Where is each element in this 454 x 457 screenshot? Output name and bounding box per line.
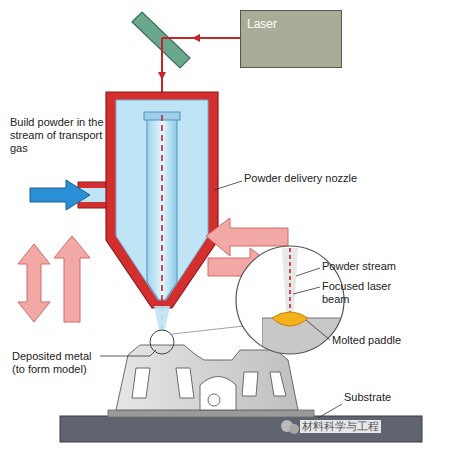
part-label: Substrate	[344, 391, 391, 404]
part-label: Powder stream	[322, 260, 396, 273]
laser-box: Laser	[240, 10, 342, 68]
detail-circle	[150, 330, 174, 354]
part-label: Deposited metal (to form model)	[12, 350, 104, 376]
part-label: Molted paddle	[332, 334, 401, 347]
part-label: Powder delivery nozzle	[244, 172, 357, 185]
beam-arrow	[158, 72, 166, 80]
powder-stream	[154, 306, 170, 330]
motion-arrow	[18, 236, 90, 322]
watermark: 材料科学与工程	[300, 420, 381, 433]
substrate	[60, 416, 422, 442]
node-text: Laser	[247, 17, 335, 31]
laser-beam	[162, 37, 240, 39]
watermark-icon	[281, 420, 299, 434]
part-hole	[208, 394, 220, 406]
powder-inlet-arrow	[30, 180, 90, 210]
base-plate	[108, 410, 314, 417]
deposited-part	[116, 345, 298, 410]
part-label: Focused laser beam	[322, 280, 412, 306]
part-arch	[200, 377, 236, 411]
part-label: Build powder in the stream of transport …	[10, 116, 114, 155]
leader-line	[100, 181, 342, 418]
laser-beam	[161, 115, 163, 328]
beam-arrow	[192, 34, 200, 42]
detail-link	[172, 326, 244, 334]
